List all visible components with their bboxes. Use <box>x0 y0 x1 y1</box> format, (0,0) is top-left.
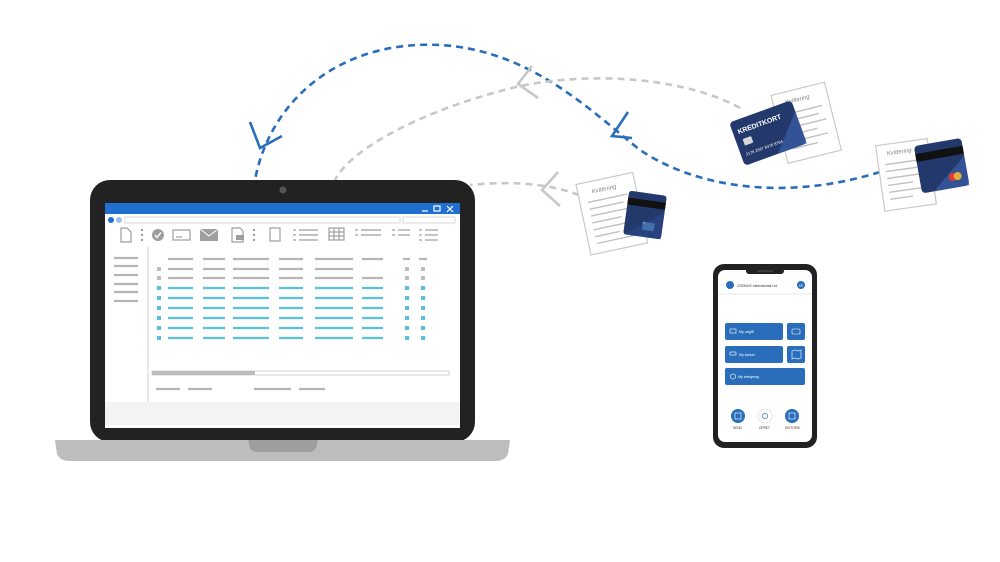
grey-dashed-flow-top <box>333 77 741 181</box>
receipt-card-group-2: Kvittering KREDITKORT 2176 2567 8376 876… <box>730 81 843 165</box>
receipt-label: Kvittering <box>591 184 617 195</box>
details-list-icon[interactable] <box>419 229 438 241</box>
table-row[interactable] <box>157 276 425 280</box>
car-icon <box>729 351 737 356</box>
blue-arrowhead-mid <box>609 111 633 140</box>
grid-view-icon[interactable] <box>328 227 345 241</box>
nav-create[interactable]: OPRET <box>757 408 773 430</box>
my-settlements-button[interactable]: My afregning <box>725 368 805 385</box>
table-row[interactable] <box>157 336 425 340</box>
receipt-label: Kvittering <box>887 148 913 158</box>
camera-button[interactable] <box>787 323 805 340</box>
toolbar-ribbon <box>120 227 438 243</box>
nav-send-label: SEND <box>733 426 743 430</box>
more-icon[interactable] <box>252 228 256 242</box>
table-rows-highlighted <box>157 286 425 340</box>
map-icon <box>791 349 802 360</box>
forward-icon[interactable] <box>116 217 122 223</box>
laptop-camera <box>279 186 287 194</box>
grey-arrowhead-bottom <box>540 171 561 207</box>
nav-create-label: OPRET <box>759 426 770 430</box>
sort-list-icon[interactable] <box>392 229 410 236</box>
receipt-card-group-1: Kvittering <box>575 171 667 256</box>
nav-send[interactable]: SEND <box>731 409 745 430</box>
back-circle-icon[interactable] <box>726 281 734 289</box>
laptop-hinge-notch <box>248 440 318 452</box>
send-icon <box>734 412 742 420</box>
laptop-screen <box>105 203 460 428</box>
add-icon <box>762 413 768 419</box>
blue-dashed-flow-line <box>253 43 881 190</box>
my-receipts-button[interactable]: My kørsel <box>725 346 783 363</box>
scrollbar-thumb[interactable] <box>152 371 255 375</box>
my-receipts-label: My kørsel <box>739 353 755 357</box>
table-row[interactable] <box>157 286 425 290</box>
table-row[interactable] <box>157 316 425 320</box>
new-document-icon[interactable] <box>120 227 132 243</box>
page-icon[interactable] <box>269 227 281 242</box>
sidebar-nav <box>114 256 138 303</box>
nav-history[interactable]: HISTORIK <box>785 409 801 430</box>
expense-card-icon <box>729 328 737 334</box>
receipt-card-group-3: Kvittering <box>874 137 970 212</box>
grey-arrowhead-top <box>516 65 539 100</box>
grey-dashed-flow-bottom <box>469 181 591 202</box>
map-button[interactable] <box>787 346 805 363</box>
status-bar <box>105 402 460 425</box>
nav-history-label: HISTORIK <box>785 426 801 430</box>
user-initials: EE <box>799 284 803 288</box>
company-name[interactable]: CRONUS International Ltd. <box>737 284 778 288</box>
history-icon <box>788 412 796 420</box>
list-table <box>157 257 427 340</box>
user-avatar[interactable] <box>797 281 805 289</box>
more-icon[interactable] <box>140 228 144 242</box>
back-icon[interactable] <box>108 217 114 223</box>
my-expenses-label: My udgift <box>739 330 754 334</box>
blue-arrowhead-laptop <box>248 121 283 150</box>
camera-icon <box>791 328 801 335</box>
search-box[interactable] <box>402 216 456 224</box>
phone: CRONUS International Ltd. EE My udgift M… <box>713 264 817 448</box>
card-view-icon[interactable] <box>172 229 191 241</box>
table-row[interactable] <box>157 326 425 330</box>
my-expenses-button[interactable]: My udgift <box>725 323 783 340</box>
address-bar[interactable] <box>124 216 401 224</box>
close-icon[interactable] <box>446 205 454 213</box>
maximize-icon[interactable] <box>433 205 441 212</box>
my-settlements-label: My afregning <box>738 375 759 379</box>
table-row[interactable] <box>157 267 425 271</box>
check-icon[interactable] <box>152 229 164 241</box>
list-view-icon[interactable] <box>293 229 318 241</box>
credit-card-small-1 <box>623 190 667 240</box>
credit-card-small-3 <box>914 138 970 193</box>
settlement-icon <box>730 373 736 380</box>
filter-list-icon[interactable] <box>355 229 381 236</box>
table-row[interactable] <box>157 306 425 310</box>
app-title-bar <box>105 203 460 214</box>
flow-arrows <box>248 43 881 207</box>
table-row[interactable] <box>157 296 425 300</box>
laptop <box>55 180 510 461</box>
window-controls <box>422 205 454 213</box>
kreditkort-card: KREDITKORT 2176 2567 8376 8764 <box>730 101 807 165</box>
